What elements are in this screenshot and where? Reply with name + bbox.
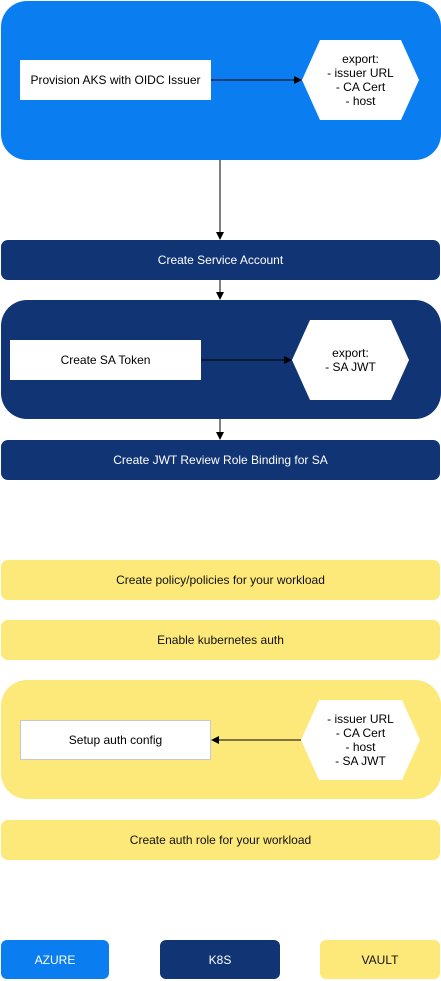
sa-export-line: - SA JWT — [325, 360, 376, 374]
create-policies-step[interactable]: Create policy/policies for your workload — [1, 560, 440, 600]
legend-vault-label: VAULT — [361, 952, 399, 967]
azure-export-hexagon — [302, 40, 419, 120]
azure-export-text: export: - issuer URL - CA Cert - host — [302, 40, 419, 120]
azure-export-line: - CA Cert — [335, 80, 386, 94]
create-policies-label: Create policy/policies for your workload — [116, 573, 325, 587]
provision-aks-label: Provision AKS with OIDC Issuer — [30, 73, 201, 87]
enable-kubernetes-auth-step[interactable]: Enable kubernetes auth — [1, 620, 440, 660]
sa-export-hexagon — [292, 320, 409, 400]
legend-k8s-label: K8S — [208, 952, 232, 967]
auth-input-line: - issuer URL — [327, 712, 394, 726]
jwt-review-binding-step[interactable]: Create JWT Review Role Binding for SA — [1, 440, 440, 480]
sa-export-text: export: - SA JWT — [292, 320, 409, 400]
azure-export-line: - issuer URL — [327, 66, 394, 80]
legend-k8s: K8S — [160, 940, 280, 979]
setup-auth-config-node[interactable]: Setup auth config — [20, 720, 211, 760]
jwt-review-binding-label: Create JWT Review Role Binding for SA — [113, 453, 328, 467]
legend-vault: VAULT — [320, 940, 440, 979]
sa-export-line: export: — [332, 346, 369, 360]
create-service-account-step[interactable]: Create Service Account — [1, 240, 440, 280]
azure-export-line: export: — [342, 52, 379, 66]
azure-export-line: - host — [345, 94, 376, 108]
legend-azure: AZURE — [1, 940, 109, 979]
setup-auth-config-label: Setup auth config — [68, 733, 163, 747]
auth-input-line: - SA JWT — [335, 754, 386, 768]
auth-input-line: - host — [345, 740, 376, 754]
auth-inputs-text: - issuer URL - CA Cert - host - SA JWT — [301, 700, 420, 780]
create-sa-token-node[interactable]: Create SA Token — [10, 340, 201, 380]
legend-azure-label: AZURE — [34, 952, 76, 967]
create-auth-role-step[interactable]: Create auth role for your workload — [1, 820, 440, 860]
create-sa-token-label: Create SA Token — [60, 353, 151, 367]
provision-aks-node[interactable]: Provision AKS with OIDC Issuer — [20, 60, 211, 100]
create-service-account-label: Create Service Account — [157, 253, 284, 267]
auth-input-line: - CA Cert — [335, 726, 386, 740]
create-auth-role-label: Create auth role for your workload — [129, 833, 312, 847]
auth-inputs-hexagon — [301, 700, 420, 780]
enable-kubernetes-auth-label: Enable kubernetes auth — [157, 633, 284, 647]
